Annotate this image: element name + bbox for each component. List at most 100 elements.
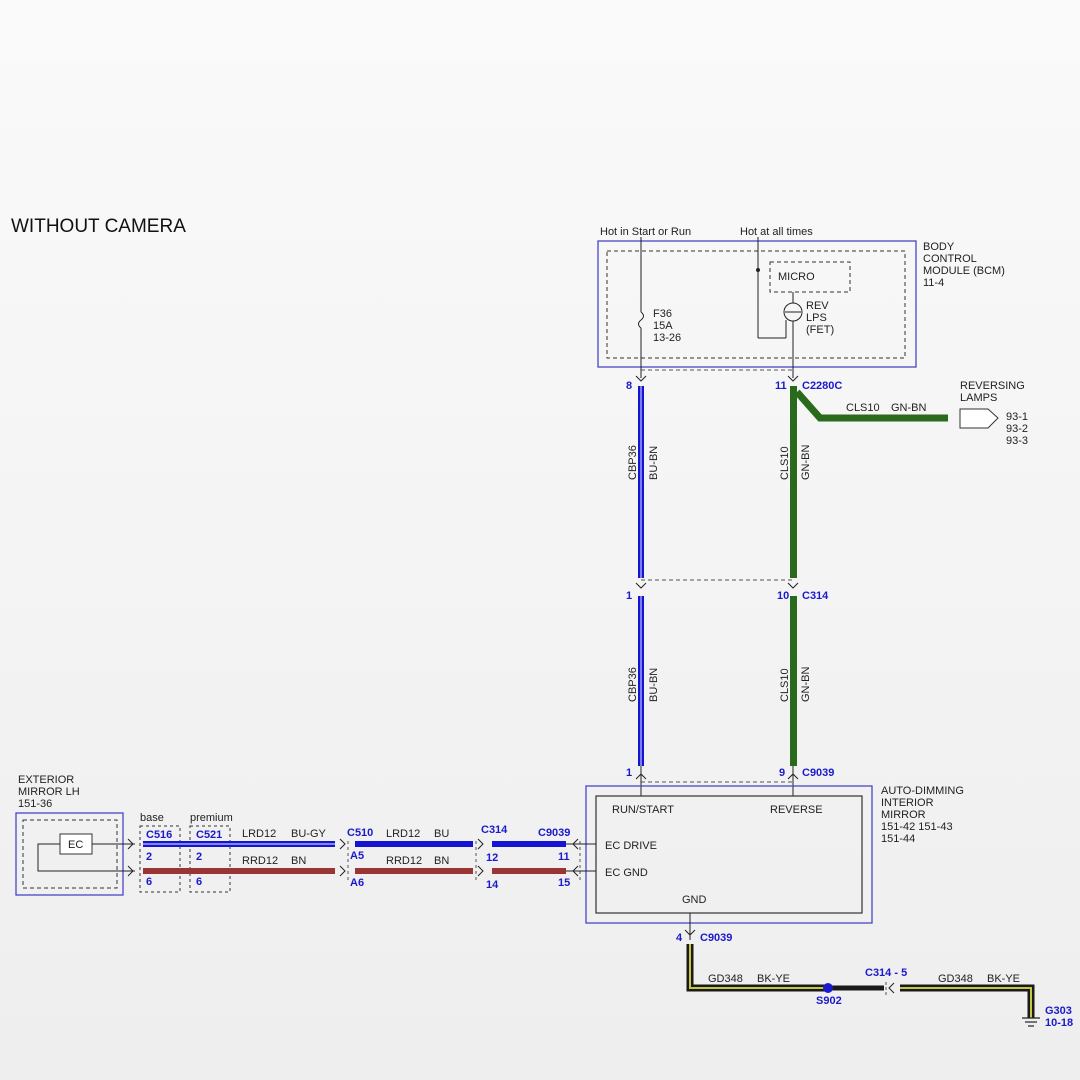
c521-box	[189, 825, 231, 893]
c516-pin-2: 2	[146, 851, 152, 863]
top-color-1: BU-GY	[291, 828, 327, 840]
ec-drive-label: EC DRIVE	[605, 840, 657, 852]
ec-gnd-label: EC GND	[605, 867, 648, 879]
bot-color-2: BN	[434, 855, 449, 867]
c516-box	[139, 825, 181, 893]
bcm-label-3: MODULE (BCM)	[923, 265, 1005, 277]
c9039-pin-1: 1	[626, 767, 632, 779]
c9039-top-label: C9039	[802, 767, 834, 779]
wire-lrd12-bu	[355, 841, 473, 847]
c516-bot-arrow	[127, 865, 134, 877]
c314-h-bot-arrow	[477, 865, 484, 877]
wire-lrd12-bu-2	[492, 841, 566, 847]
c9039-pin-11: 11	[558, 851, 570, 863]
cbp36-upper-color: BU-BN	[648, 446, 660, 480]
ext-mirror-label-2: MIRROR LH	[18, 786, 80, 798]
hot-all-times-label: Hot at all times	[740, 226, 813, 238]
c510-pin-a6: A6	[350, 877, 364, 889]
bcm-ref: 11-4	[923, 277, 944, 289]
wire-gd348-2-stripe	[900, 987, 1032, 1018]
g303-ref: 10-18	[1045, 1017, 1073, 1029]
bcm-pin-8: 8	[626, 380, 632, 392]
c314-pin-12: 12	[486, 852, 498, 864]
wire-cls10-reversing	[794, 389, 948, 422]
c516-pin-6: 6	[146, 876, 152, 888]
micro-box	[769, 261, 851, 293]
c314-pin-14: 14	[486, 879, 499, 891]
c314-gnd-arrow	[888, 982, 895, 994]
reverse-label: REVERSE	[770, 804, 823, 816]
gnd-color-1: BK-YE	[757, 973, 790, 985]
ext-mirror-outer-box	[15, 812, 124, 896]
c521-pin-6: 6	[196, 876, 202, 888]
wire-cls10-lower	[790, 596, 797, 766]
c314-mid-pin-1: 1	[626, 590, 632, 602]
wire-rrd12-bn-2	[355, 868, 473, 874]
mirror-outer-box	[585, 785, 873, 924]
wire-rrd12-bn-3	[492, 868, 566, 874]
gnd-pin-4: 4	[676, 932, 683, 944]
wire-gd348-2	[900, 984, 1035, 1018]
gnd-c9039-label: C9039	[700, 932, 732, 944]
top-circuit-1: LRD12	[242, 828, 276, 840]
reversing-ref-1: 93-1	[1006, 411, 1028, 423]
mirror-label-1: AUTO-DIMMING	[881, 785, 964, 797]
reversing-color: GN-BN	[891, 402, 927, 414]
bot-circuit-1: RRD12	[242, 855, 278, 867]
splice-s902	[823, 983, 833, 993]
c510-bot-arrow	[339, 865, 346, 877]
reversing-label-2: LAMPS	[960, 392, 997, 404]
gnd-label: GND	[682, 894, 707, 906]
c314-mid-pin-10: 10	[777, 590, 789, 602]
cbp36-upper-circuit: CBP36	[627, 445, 639, 480]
c314-pin10-arrow	[787, 582, 799, 589]
mirror-refs-1: 151-42 151-43	[881, 821, 953, 833]
c516-top-arrow	[127, 838, 134, 850]
reversing-ref-3: 93-3	[1006, 435, 1028, 447]
bcm-label-2: CONTROL	[923, 253, 977, 265]
c314-h-label: C314	[481, 824, 508, 836]
pin-11-arrow	[787, 375, 799, 382]
cls10-lower-color: GN-BN	[800, 667, 812, 703]
fet-label: (FET)	[806, 324, 834, 336]
reversing-ref-2: 93-2	[1006, 423, 1028, 435]
mirror-label-3: MIRROR	[881, 809, 926, 821]
c510-top-arrow	[339, 838, 346, 850]
hot-start-run-label: Hot in Start or Run	[600, 226, 691, 238]
feed-node	[756, 268, 760, 272]
gnd-circuit-2: GD348	[938, 973, 973, 985]
mirror-inner-box	[595, 795, 863, 914]
diagram-title: WITHOUT CAMERA	[11, 216, 186, 237]
cbp36-lower-circuit: CBP36	[627, 667, 639, 702]
fuse-id: F36	[653, 308, 672, 320]
ext-mirror-gnd-wire	[37, 843, 135, 872]
g303-label: G303	[1045, 1005, 1072, 1017]
c9039-h-label: C9039	[538, 827, 570, 839]
c510-pin-a5: A5	[350, 850, 364, 862]
c516-label: C516	[146, 829, 172, 841]
reversing-circuit: CLS10	[846, 402, 880, 414]
gnd-color-2: BK-YE	[987, 973, 1020, 985]
bcm-inner-box	[606, 250, 906, 359]
fuse-rating: 15A	[653, 320, 673, 332]
mirror-label-2: INTERIOR	[881, 797, 934, 809]
base-label: base	[140, 812, 164, 824]
rev-label: REV	[806, 300, 829, 312]
ext-mirror-inner-box	[22, 819, 118, 889]
c510-label: C510	[347, 827, 373, 839]
top-circuit-2: LRD12	[386, 828, 420, 840]
cls10-lower-circuit: CLS10	[779, 668, 791, 702]
wire-rrd12-bn	[143, 868, 335, 874]
reversing-lamps-connector	[959, 408, 999, 429]
bot-circuit-2: RRD12	[386, 855, 422, 867]
bot-color-1: BN	[291, 855, 306, 867]
c314-gnd-label: C314 - 5	[865, 967, 907, 979]
c9039-pin-15: 15	[558, 877, 570, 889]
micro-label: MICRO	[778, 271, 815, 283]
c314-h-top-arrow	[477, 838, 484, 850]
s902-label: S902	[816, 995, 842, 1007]
gnd-pin-arrow	[684, 929, 696, 936]
ec-element-label: EC	[68, 839, 83, 851]
